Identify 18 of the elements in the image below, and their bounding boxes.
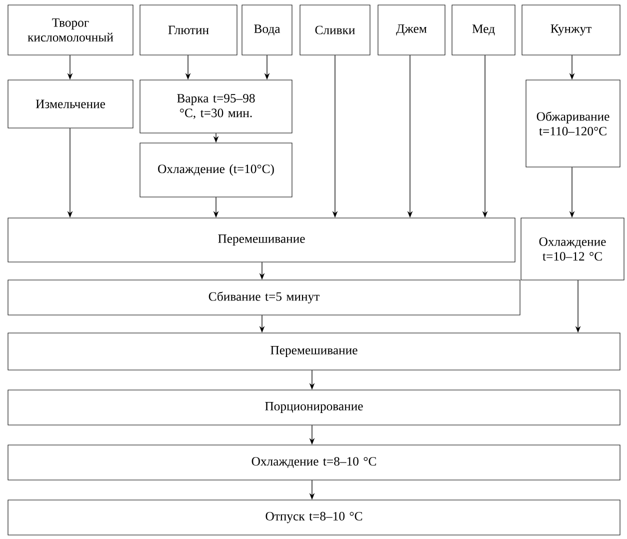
process-box: Перемешивание	[8, 218, 516, 262]
process-box: Отпуск t=8–10 °C	[8, 500, 620, 536]
process-box: Перемешивание	[8, 332, 620, 370]
process-box: Сбивание t=5 минут	[8, 280, 520, 316]
process-box: Порционирование	[8, 390, 620, 426]
process-box: Охлаждение t=10–12 °C	[520, 218, 624, 280]
ingredient-box: Мед	[452, 4, 516, 56]
ingredient-box: Кунжут	[522, 4, 620, 56]
process-box: Измельчение	[8, 80, 134, 128]
process-box: Охлаждение (t=10°C)	[140, 142, 292, 198]
ingredient-box: Вода	[242, 4, 292, 56]
ingredient-box: Глютин	[140, 4, 238, 56]
process-box: Обжаривание t=110–120°C	[526, 80, 620, 168]
process-box: Варка t=95–98 °C, t=30 мин.	[140, 80, 292, 134]
ingredient-box: Джем	[378, 4, 446, 56]
process-box: Охлаждение t=8–10 °C	[8, 444, 620, 480]
ingredient-box: Творог кисломолочный	[8, 4, 134, 56]
ingredient-box: Сливки	[300, 4, 370, 56]
